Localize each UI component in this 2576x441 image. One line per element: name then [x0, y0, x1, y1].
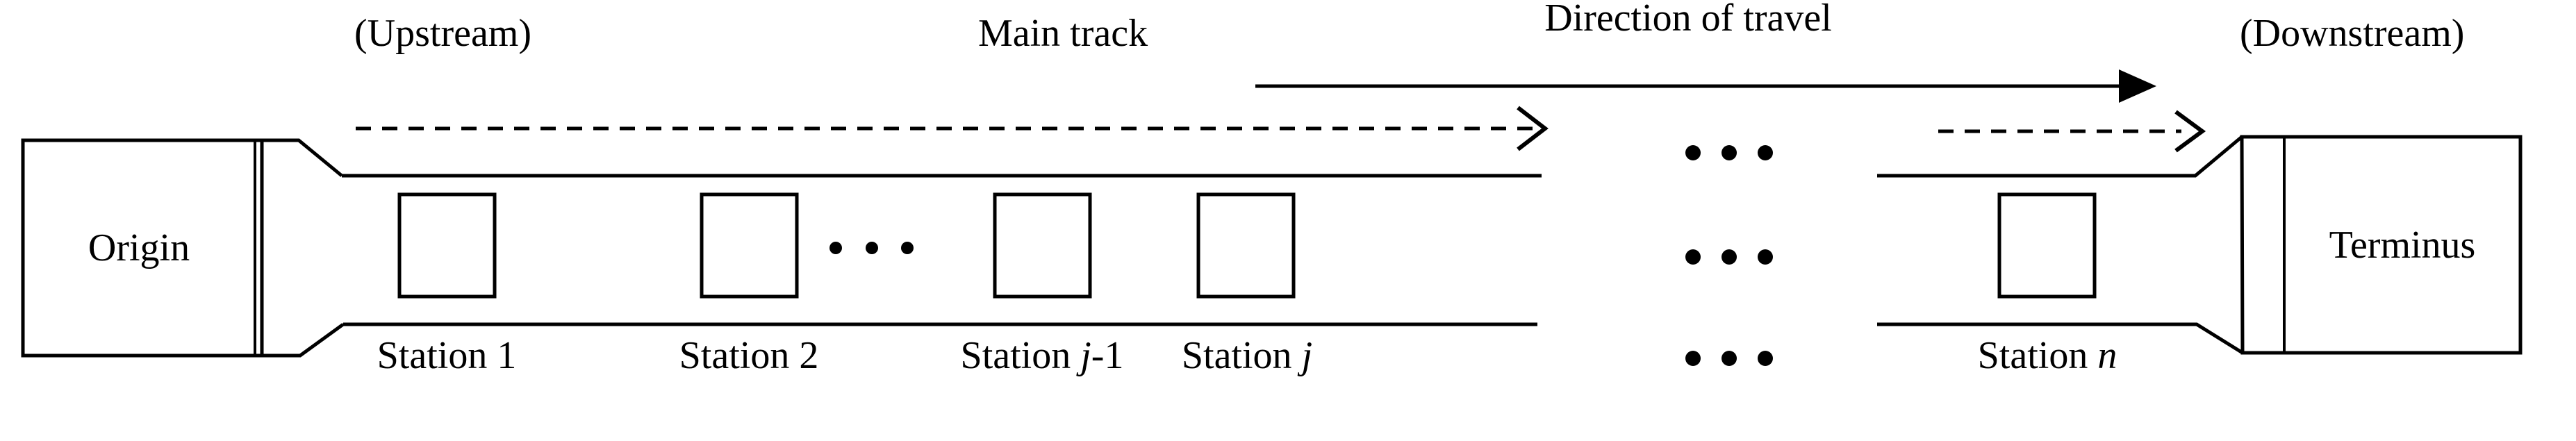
ellipsis-dot: [1722, 351, 1737, 366]
station-j-minus-1-variable: j: [1080, 334, 1091, 377]
ellipsis-dot: [1758, 145, 1773, 160]
station-n-variable: n: [2097, 334, 2117, 377]
station-1-box[interactable]: [397, 192, 497, 299]
corridor-break-ellipsis-top: [1685, 145, 1773, 160]
origin-label: Origin: [88, 226, 190, 269]
station-1-label: Station 1: [342, 336, 551, 375]
station-j-prefix: Station: [1181, 334, 1302, 377]
station-j-box[interactable]: [1196, 192, 1296, 299]
ellipsis-dot: [1685, 351, 1701, 366]
station-1-label-text: Station 1: [377, 334, 517, 377]
ellipsis-dot: [1758, 351, 1773, 366]
ellipsis-dot: [1758, 249, 1773, 265]
main-track-right-segment: [1877, 135, 2244, 355]
arrowhead-open-icon: [2174, 110, 2206, 153]
station-j-minus-1-suffix: -1: [1091, 334, 1124, 377]
ellipsis-dot: [1685, 249, 1701, 265]
inline-ellipsis-icon: [829, 242, 914, 254]
corridor-break-ellipsis-bottom: [1685, 351, 1773, 366]
ellipsis-dot: [901, 242, 914, 254]
station-j-minus-1-label: Station j-1: [938, 336, 1146, 375]
direction-of-travel-arrow: [1255, 69, 2156, 103]
main-track-left-segment: [342, 174, 1542, 326]
station-boxes-group: [397, 192, 2097, 299]
upstream-annotation: (Upstream): [354, 12, 532, 55]
track-top-rail-right: [1877, 135, 2243, 178]
terminus-box: [2240, 135, 2523, 355]
upstream-dashed-arrow-left: [356, 106, 1549, 151]
downstream-annotation: (Downstream): [2240, 12, 2465, 55]
station-n-prefix: Station: [1977, 334, 2098, 377]
ellipsis-dot: [866, 242, 878, 254]
upstream-dashed-arrow-right: [1938, 110, 2206, 153]
station-j-label: Station j: [1143, 336, 1351, 375]
station-2-label-text: Station 2: [679, 334, 819, 377]
station-2-box[interactable]: [700, 192, 799, 299]
arrowhead-filled-icon: [2119, 69, 2156, 103]
station-n-box[interactable]: [1997, 192, 2097, 299]
arrowhead-open-icon: [1517, 106, 1549, 151]
ellipsis-dot: [829, 242, 842, 254]
origin-terminal-group: [21, 138, 345, 358]
ellipsis-dot: [1722, 145, 1737, 160]
terminus-label: Terminus: [2329, 223, 2476, 267]
station-j-variable: j: [1301, 334, 1313, 377]
origin-upper-taper: [262, 138, 343, 177]
corridor-break-ellipsis-middle: [1685, 249, 1773, 265]
station-j-minus-1-box[interactable]: [993, 192, 1092, 299]
track-bottom-rail-right: [1877, 322, 2244, 355]
ellipsis-dot: [1685, 145, 1701, 160]
station-2-label: Station 2: [645, 336, 853, 375]
station-j-minus-1-prefix: Station: [960, 334, 1081, 377]
main-track-annotation: Main track: [977, 12, 1148, 55]
ellipsis-dot: [1722, 249, 1737, 265]
origin-lower-taper: [262, 322, 345, 358]
direction-of-travel-annotation: Direction of travel: [1544, 0, 1832, 40]
station-n-label: Station n: [1943, 336, 2152, 375]
terminus-terminal-group: [2240, 135, 2523, 355]
